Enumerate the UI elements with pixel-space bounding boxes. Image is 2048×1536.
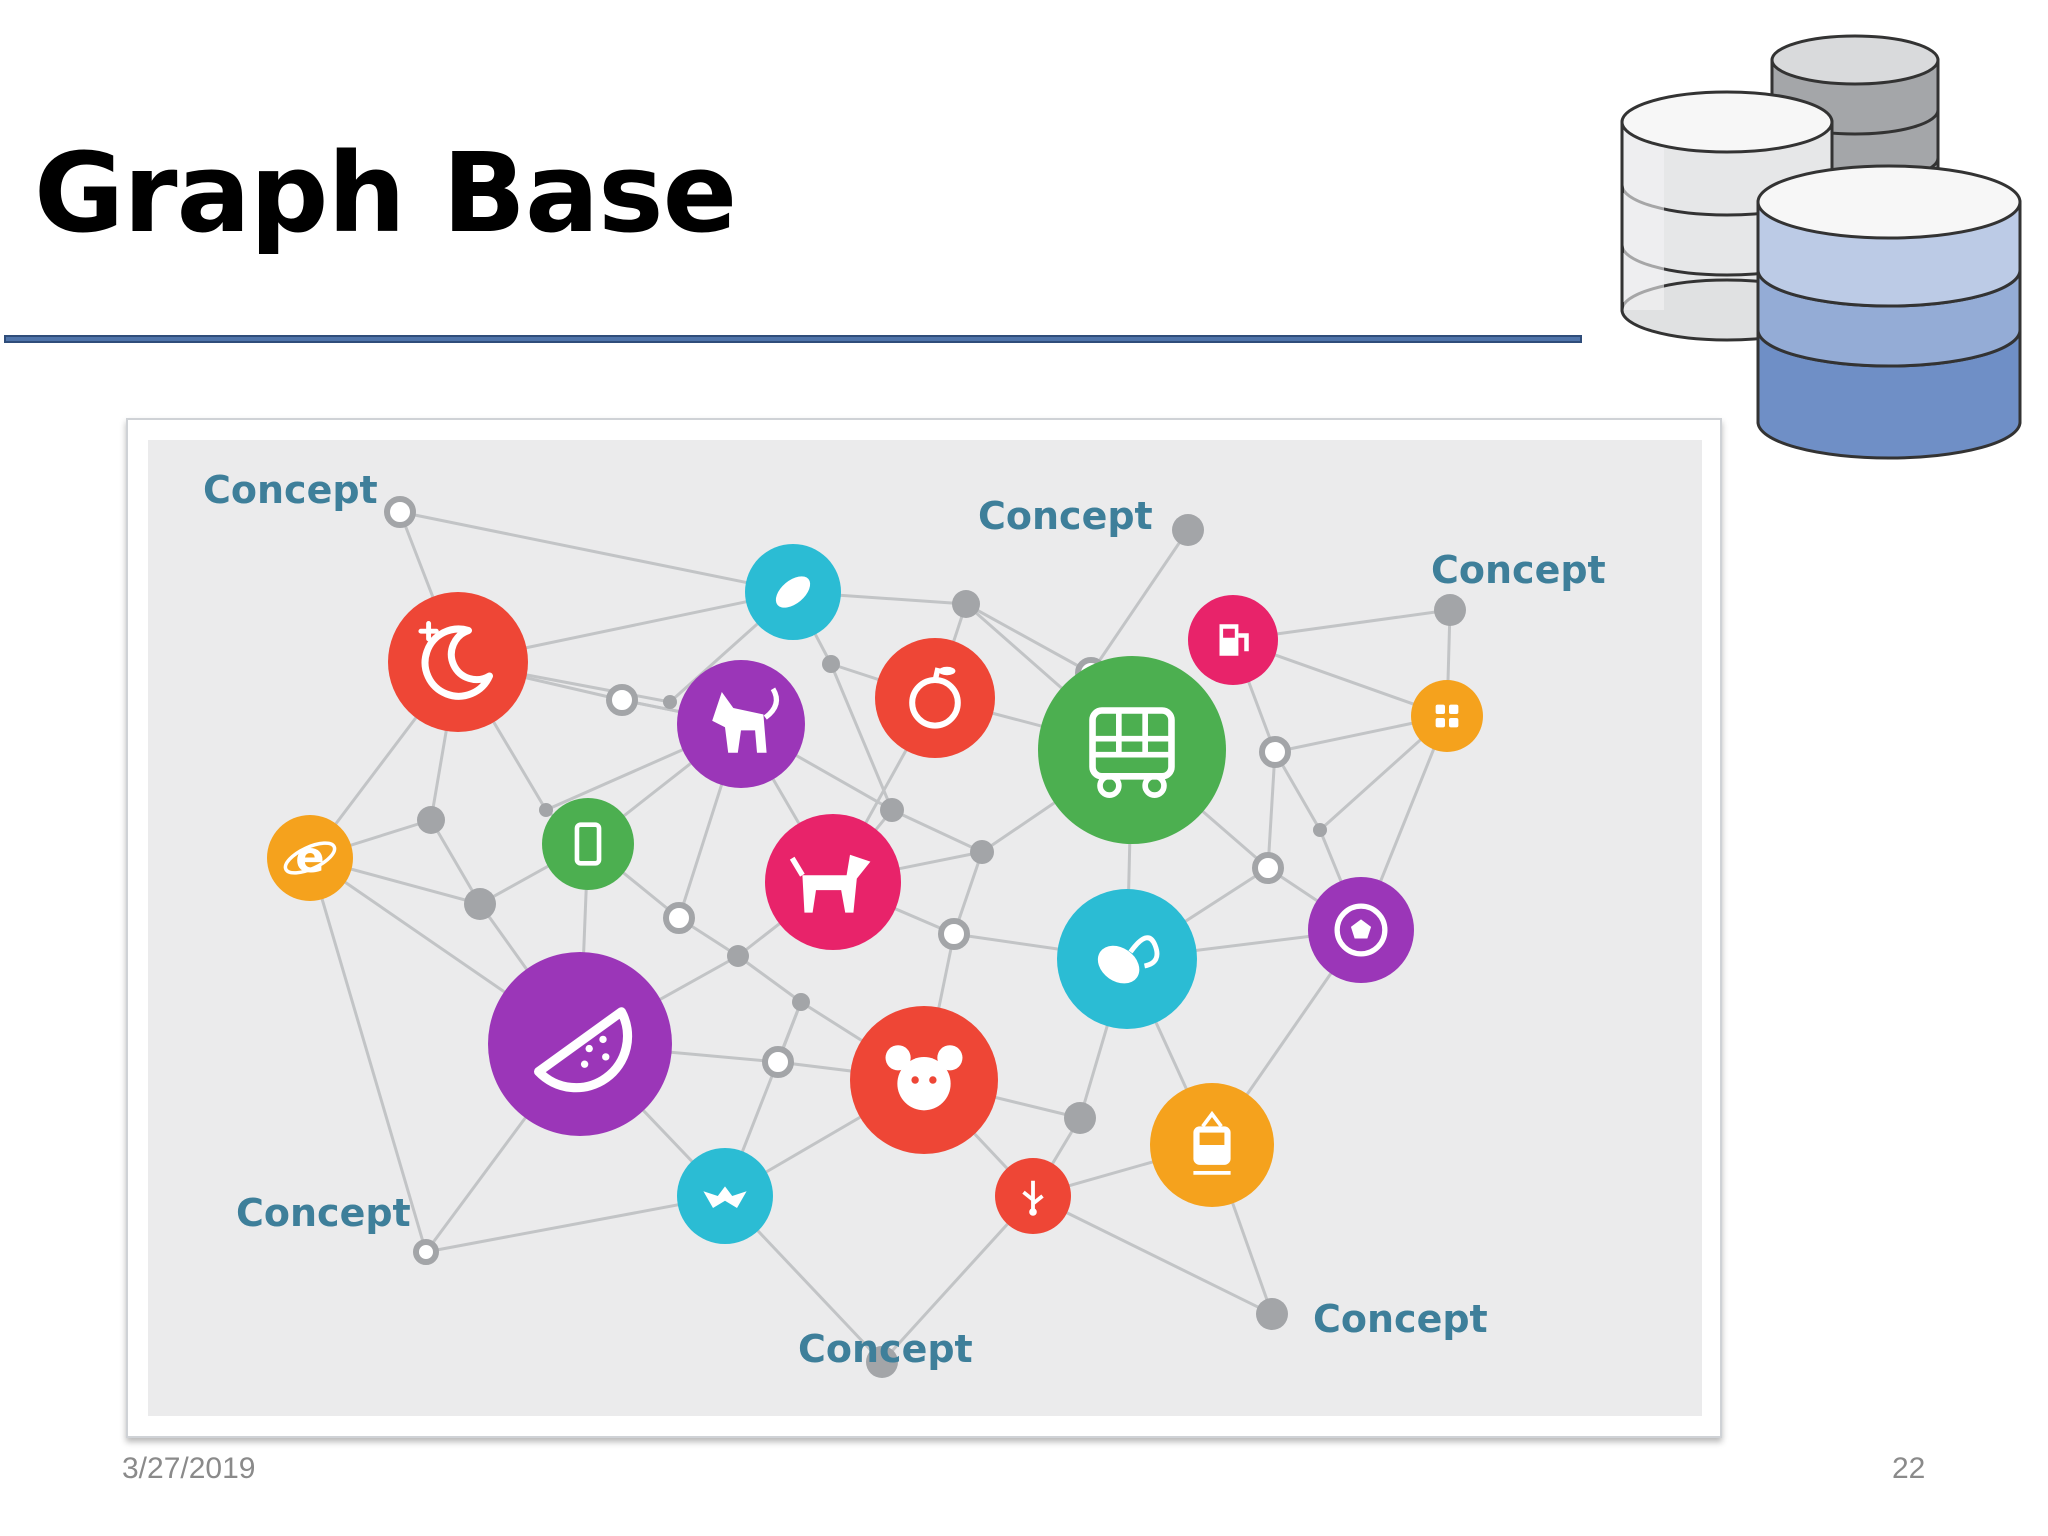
concept-label-top-center: Concept bbox=[978, 494, 1153, 538]
moon-star-icon bbox=[388, 592, 528, 732]
graph-node bbox=[464, 888, 496, 920]
graph-node bbox=[1313, 823, 1327, 837]
bat-icon bbox=[677, 1148, 773, 1244]
concept-label-bottom-center: Concept bbox=[798, 1327, 973, 1371]
graph-node-hollow bbox=[1259, 736, 1291, 768]
graph-edge bbox=[425, 1194, 726, 1254]
graph-node bbox=[663, 695, 677, 709]
graph-node bbox=[1256, 1298, 1288, 1330]
svg-text:e: e bbox=[295, 833, 324, 883]
concept-label-bottom-left: Concept bbox=[236, 1191, 411, 1235]
graph-node-hollow bbox=[606, 684, 638, 716]
bus-icon bbox=[1038, 656, 1226, 844]
graph-node bbox=[417, 806, 445, 834]
dog-icon bbox=[765, 814, 901, 950]
graph-node-hollow bbox=[938, 918, 970, 950]
slide-date: 3/27/2019 bbox=[122, 1452, 256, 1485]
rat-icon bbox=[850, 1006, 998, 1154]
graph-edge bbox=[1032, 1194, 1273, 1316]
graph-node bbox=[1064, 1102, 1096, 1134]
soccer-ball-icon bbox=[1308, 877, 1414, 983]
usb-icon bbox=[995, 1158, 1071, 1234]
graph-node bbox=[970, 840, 994, 864]
graph-canvas: e Concept Concept Concept Concept Concep… bbox=[148, 440, 1702, 1416]
graph-edge bbox=[891, 808, 983, 854]
slide-page-number: 22 bbox=[1892, 1452, 1926, 1485]
graph-node bbox=[792, 993, 810, 1011]
apple-icon bbox=[875, 638, 995, 758]
database-icon bbox=[1620, 34, 2022, 460]
graph-icon-nodes: e bbox=[267, 544, 1483, 1244]
graph-labels: Concept Concept Concept Concept Concept … bbox=[203, 468, 1606, 1371]
graph-edge bbox=[829, 663, 894, 811]
graph-node bbox=[952, 590, 980, 618]
slide-title: Graph Base bbox=[34, 129, 737, 257]
graph-edge bbox=[965, 602, 1092, 675]
graph-node bbox=[539, 803, 553, 817]
browser-e-icon: e bbox=[267, 815, 353, 901]
graph-node bbox=[822, 655, 840, 673]
graph-node-hollow bbox=[384, 496, 416, 528]
graph-node-hollow bbox=[762, 1046, 794, 1078]
graph-edge bbox=[737, 954, 802, 1004]
eggplant-icon bbox=[745, 544, 841, 640]
graph-node-hollow bbox=[413, 1239, 439, 1265]
graph-edge bbox=[308, 857, 428, 1253]
graph-edge bbox=[1089, 529, 1190, 674]
knowledge-graph-figure: e Concept Concept Concept Concept Concep… bbox=[126, 418, 1722, 1438]
app-grid-icon bbox=[1411, 680, 1483, 752]
graph-node-hollow bbox=[1252, 852, 1284, 884]
mouse-icon bbox=[1057, 889, 1197, 1029]
watermelon-icon bbox=[488, 952, 672, 1136]
graph-node bbox=[1172, 514, 1204, 546]
tram-icon bbox=[1150, 1083, 1274, 1207]
graph-node bbox=[1434, 594, 1466, 626]
graph-node-hollow bbox=[663, 902, 695, 934]
title-underline bbox=[4, 335, 1582, 343]
graph-node bbox=[880, 798, 904, 822]
fuel-pump-icon bbox=[1188, 595, 1278, 685]
graph-edge bbox=[429, 819, 482, 905]
concept-label-bottom-right: Concept bbox=[1313, 1297, 1488, 1341]
concept-label-top-left: Concept bbox=[203, 468, 378, 512]
graph-node bbox=[727, 945, 749, 967]
graph-edge bbox=[1266, 751, 1277, 869]
graph-svg: e Concept Concept Concept Concept Concep… bbox=[203, 468, 1606, 1378]
graph-edge bbox=[399, 510, 794, 594]
cat-icon bbox=[677, 660, 805, 788]
concept-label-top-right: Concept bbox=[1431, 548, 1606, 592]
smartphone-icon bbox=[542, 798, 634, 890]
graph-node bbox=[866, 1346, 898, 1378]
